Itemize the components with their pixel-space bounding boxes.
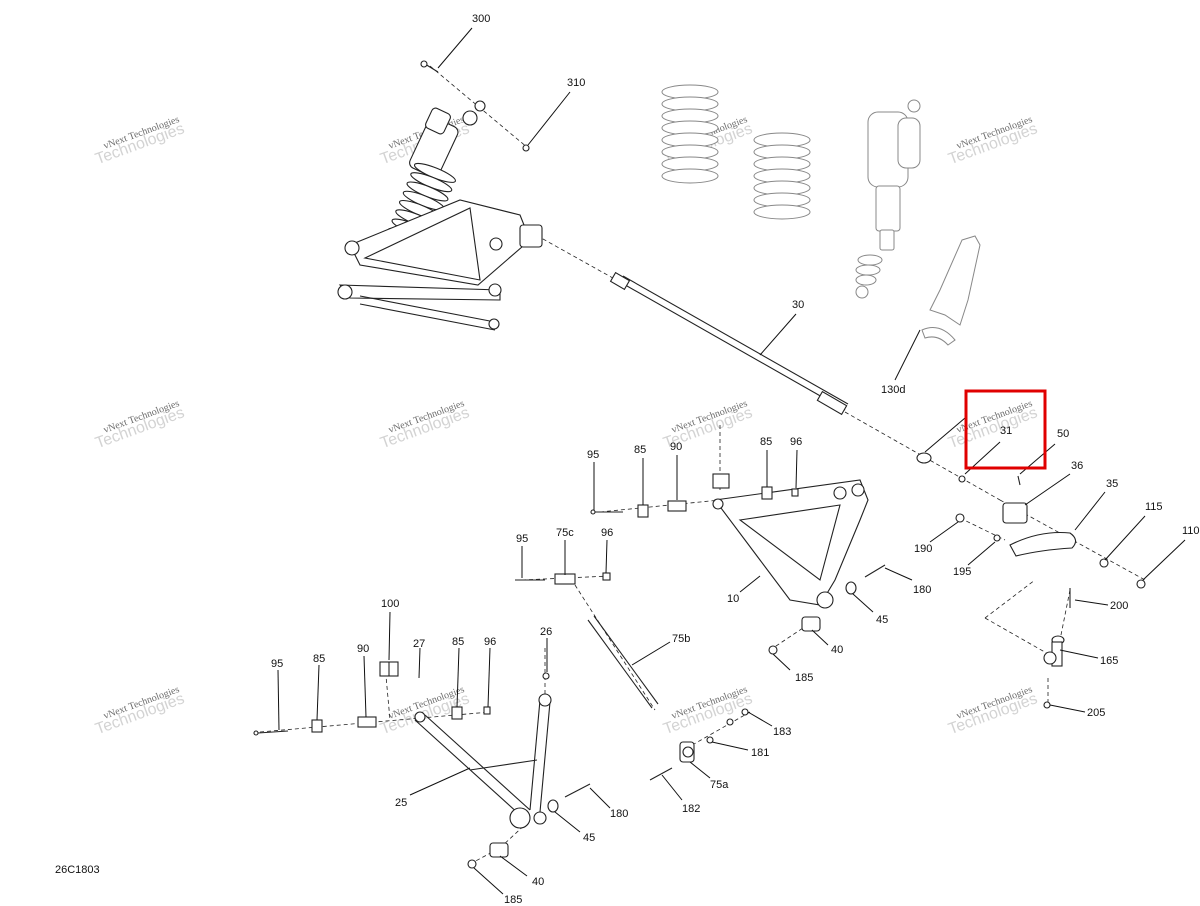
assembly-lines bbox=[259, 65, 1146, 865]
callout-85-middle-right: 85 bbox=[760, 436, 772, 448]
ring-45a bbox=[845, 581, 857, 595]
callout-45-middle: 45 bbox=[876, 614, 888, 626]
bushing-40a bbox=[801, 616, 821, 632]
callout-95-75c: 95 bbox=[516, 533, 528, 545]
a-arm-10 bbox=[712, 479, 869, 609]
bolt-182 bbox=[649, 767, 673, 781]
nut-183 bbox=[741, 708, 749, 716]
callout-85-bottom-left: 85 bbox=[313, 653, 325, 665]
washer-195 bbox=[993, 534, 1001, 542]
callout-300: 300 bbox=[472, 13, 490, 25]
link-75c bbox=[515, 572, 611, 585]
bolt-180b bbox=[564, 783, 591, 798]
bracket-130d bbox=[921, 235, 981, 346]
washer-183b bbox=[726, 718, 734, 726]
callout-75c: 75c bbox=[556, 527, 574, 539]
callout-26: 26 bbox=[540, 626, 552, 638]
callout-45-bottom: 45 bbox=[583, 832, 595, 844]
nut-185b bbox=[467, 859, 477, 869]
callout-310: 310 bbox=[567, 77, 585, 89]
callout-95-bottom: 95 bbox=[271, 658, 283, 670]
callout-95-middle: 95 bbox=[587, 449, 599, 461]
nut-310 bbox=[522, 144, 530, 152]
callout-30: 30 bbox=[792, 299, 804, 311]
callout-100: 100 bbox=[381, 598, 399, 610]
washer-181 bbox=[706, 736, 714, 744]
axle-shaft-30 bbox=[609, 271, 849, 416]
callout-205: 205 bbox=[1087, 707, 1105, 719]
callout-96-bottom: 96 bbox=[484, 636, 496, 648]
bushing-40b bbox=[489, 842, 509, 858]
callout-110: 110 bbox=[1182, 525, 1200, 537]
pin-50 bbox=[1017, 475, 1021, 486]
callout-31: 31 bbox=[1000, 425, 1012, 437]
callout-90-middle: 90 bbox=[670, 441, 682, 453]
callout-183: 183 bbox=[773, 726, 791, 738]
nut-190 bbox=[955, 513, 965, 523]
callout-180-bottom: 180 bbox=[610, 808, 628, 820]
washer-115 bbox=[1099, 558, 1109, 568]
callout-27: 27 bbox=[413, 638, 425, 650]
bolt-300 bbox=[420, 60, 439, 73]
callout-40-bottom: 40 bbox=[532, 876, 544, 888]
callout-85-middle-left: 85 bbox=[634, 444, 646, 456]
callout-96-75c: 96 bbox=[601, 527, 613, 539]
ring-31 bbox=[916, 452, 932, 464]
callout-40-middle: 40 bbox=[831, 644, 843, 656]
callout-96-middle: 96 bbox=[790, 436, 802, 448]
rod-end-75a bbox=[679, 741, 695, 763]
bushing-row-bottom bbox=[253, 661, 491, 736]
washer-31b bbox=[958, 475, 966, 483]
callout-200: 200 bbox=[1110, 600, 1128, 612]
callout-75b: 75b bbox=[672, 633, 690, 645]
nut-185a bbox=[768, 645, 778, 655]
callout-190: 190 bbox=[914, 543, 932, 555]
callout-181: 181 bbox=[751, 747, 769, 759]
shock-absorber bbox=[855, 99, 921, 299]
callout-130d: 130d bbox=[881, 384, 905, 396]
callout-labels: 300 310 30 130d 31 50 36 35 115 110 190 … bbox=[271, 13, 1200, 906]
callout-182: 182 bbox=[682, 803, 700, 815]
rod-75b bbox=[587, 615, 659, 709]
springs bbox=[661, 84, 811, 220]
bolt-180a bbox=[864, 564, 886, 578]
callout-185-bottom: 185 bbox=[504, 894, 522, 906]
callout-90-bottom: 90 bbox=[357, 643, 369, 655]
parts bbox=[253, 60, 1146, 869]
knuckle-arm-35 bbox=[1009, 531, 1077, 557]
callout-25: 25 bbox=[395, 797, 407, 809]
callout-115: 115 bbox=[1145, 501, 1163, 513]
callout-10: 10 bbox=[727, 593, 739, 605]
nut-110 bbox=[1136, 579, 1146, 589]
nipple-26 bbox=[542, 672, 550, 680]
callout-165: 165 bbox=[1100, 655, 1118, 667]
callout-180-middle: 180 bbox=[913, 584, 931, 596]
ring-45b bbox=[547, 799, 559, 813]
callout-75a: 75a bbox=[710, 779, 729, 791]
nut-205 bbox=[1043, 701, 1051, 709]
block-36 bbox=[1002, 502, 1028, 524]
a-arm-25 bbox=[414, 693, 552, 829]
bushing-row-middle bbox=[590, 473, 799, 518]
diagram-code: 26C1803 bbox=[55, 864, 100, 876]
callout-195: 195 bbox=[953, 566, 971, 578]
highlight-box bbox=[964, 389, 1047, 470]
callout-36: 36 bbox=[1071, 460, 1083, 472]
link-165 bbox=[1043, 635, 1065, 667]
shock-arm-assembly bbox=[337, 100, 543, 331]
callout-185-middle: 185 bbox=[795, 672, 813, 684]
callout-50: 50 bbox=[1057, 428, 1069, 440]
callout-35: 35 bbox=[1106, 478, 1118, 490]
callout-85-bottom-right: 85 bbox=[452, 636, 464, 648]
